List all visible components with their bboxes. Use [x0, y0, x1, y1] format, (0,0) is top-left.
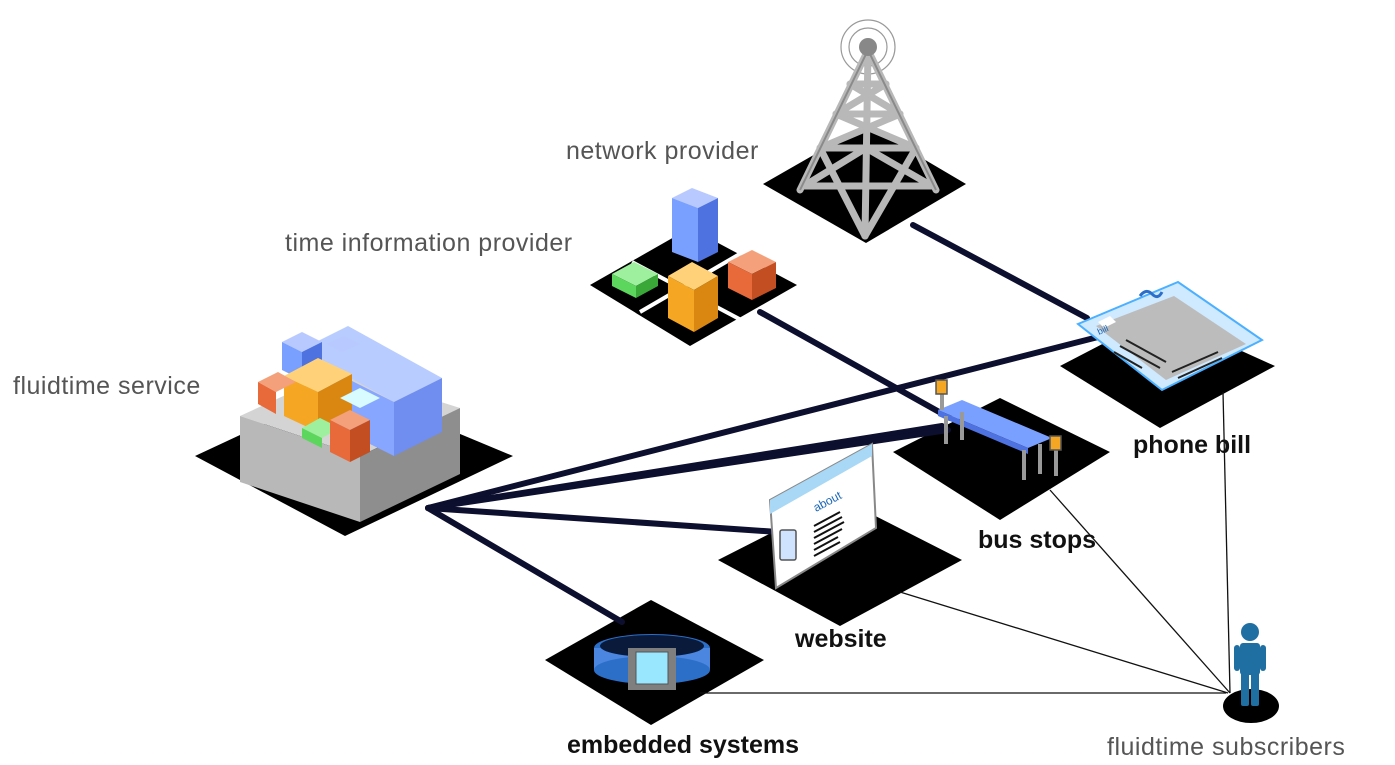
person-icon: [1234, 623, 1266, 706]
wristband-device-icon: [594, 634, 710, 690]
label-network-provider: network provider: [566, 137, 759, 165]
platform-subscribers: [1223, 689, 1279, 723]
antenna-tower-icon: [796, 19, 940, 240]
label-fluidtime-service: fluidtime service: [13, 372, 201, 400]
bus-stop-icon: [935, 379, 1062, 480]
label-phone-bill: phone bill: [1133, 431, 1252, 459]
label-time-information-provider: time information provider: [285, 229, 573, 257]
server-box-icon: [240, 326, 460, 522]
phone-bill-icon: bill: [1076, 280, 1264, 392]
thin-connectors: [700, 391, 1231, 694]
platform-bus-stops: [893, 398, 1110, 520]
website-screen-icon: about: [768, 442, 878, 590]
heavy-connectors: [425, 222, 1105, 625]
label-bus-stops: bus stops: [978, 526, 1097, 554]
bill-tag: bill: [1096, 323, 1110, 337]
label-website: website: [795, 625, 887, 653]
label-embedded-systems: embedded systems: [567, 731, 800, 759]
building-blocks-icon: [612, 188, 776, 332]
label-fluidtime-subscribers: fluidtime subscribers: [1107, 733, 1346, 761]
